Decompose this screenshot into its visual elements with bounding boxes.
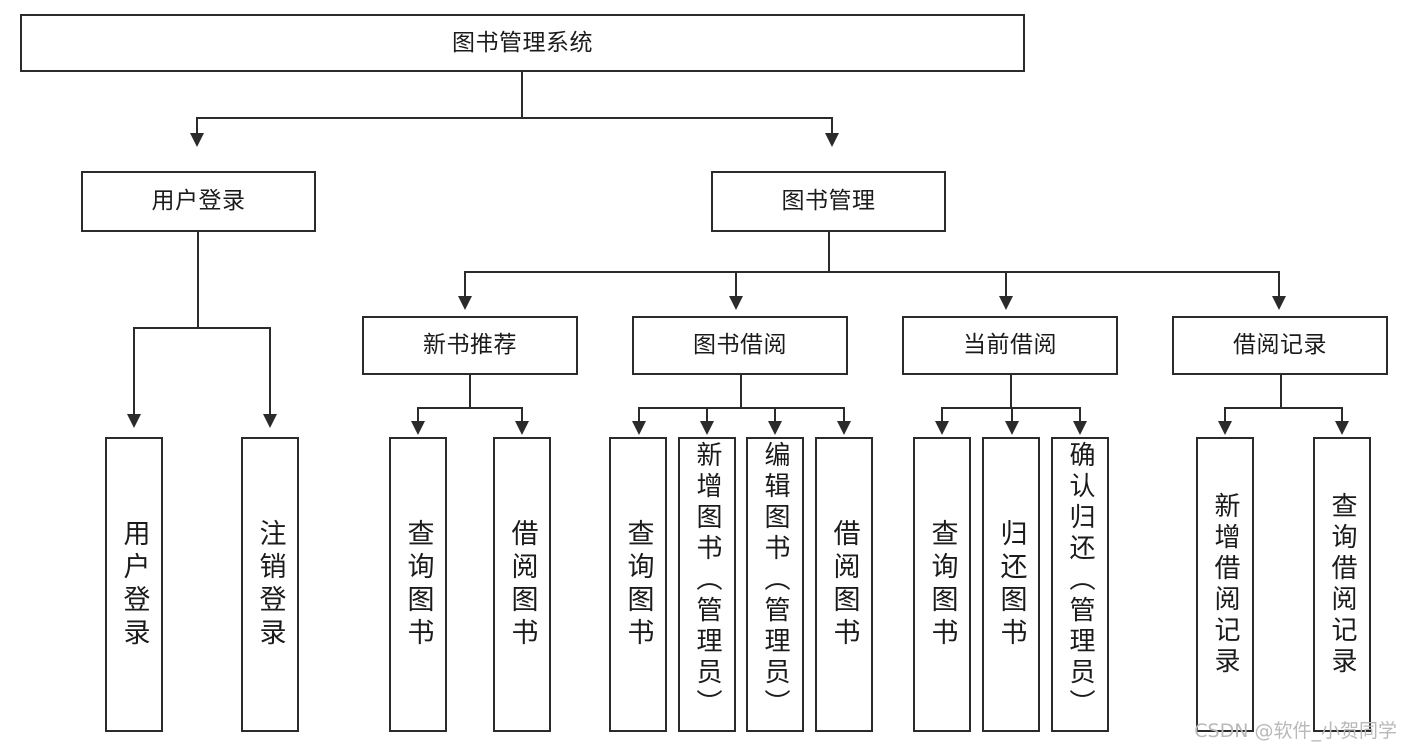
- edge-currentborrow-drop-3: [1079, 407, 1081, 422]
- node-label: 归还图书: [995, 518, 1027, 651]
- arrow-to-leaf-return-book: [1005, 421, 1019, 435]
- arrow-to-new-book-recommend: [458, 296, 472, 310]
- edge-root-bus: [196, 117, 832, 119]
- leaf-query-book-3[interactable]: 查询图书: [913, 437, 971, 732]
- node-label: 图书借阅: [693, 332, 787, 359]
- arrow-to-borrow-record: [1272, 296, 1286, 310]
- node-label: 图书管理系统: [452, 29, 593, 56]
- edge-newbook-bus: [417, 407, 522, 409]
- leaf-logout[interactable]: 注销登录: [241, 437, 299, 732]
- edge-bookborrow-drop-3: [774, 407, 776, 422]
- edge-currentborrow-stem: [1010, 375, 1012, 408]
- node-label: 借阅记录: [1233, 332, 1327, 359]
- edge-bookmgmt-drop-1: [464, 271, 466, 297]
- edge-borrowrecord-drop-1: [1224, 407, 1226, 422]
- edge-currentborrow-drop-2: [1011, 407, 1013, 422]
- node-label: 用户登录: [151, 188, 246, 215]
- leaf-add-record[interactable]: 新增借阅记录: [1196, 437, 1254, 732]
- arrow-to-leaf-query-book-2: [632, 421, 646, 435]
- arrow-to-leaf-borrow-book-1: [515, 421, 529, 435]
- arrow-to-book-borrow: [729, 296, 743, 310]
- arrow-to-leaf-user-login: [127, 414, 141, 428]
- arrow-to-leaf-query-book-3: [935, 421, 949, 435]
- edge-newbook-stem: [469, 375, 471, 408]
- node-label: 图书管理: [781, 188, 876, 215]
- edge-borrowrecord-drop-2: [1341, 407, 1343, 422]
- arrow-to-leaf-logout: [263, 414, 277, 428]
- node-label: 新书推荐: [423, 332, 517, 359]
- leaf-confirm-return[interactable]: 确认归还（管理员）: [1051, 437, 1109, 732]
- edge-userlogin-stem: [197, 232, 199, 328]
- node-label: 注销登录: [254, 518, 286, 651]
- edge-userlogin-drop-1: [133, 327, 135, 415]
- arrow-to-leaf-borrow-book-2: [837, 421, 851, 435]
- node-label: 查询图书: [622, 518, 654, 651]
- leaf-add-book[interactable]: 新增图书（管理员）: [678, 437, 736, 732]
- arrow-to-leaf-edit-book: [768, 421, 782, 435]
- edge-bookmgmt-drop-2: [735, 271, 737, 297]
- edge-newbook-drop-1: [417, 407, 419, 422]
- edge-borrowrecord-bus: [1224, 407, 1342, 409]
- node-label: 确认归还（管理员）: [1065, 441, 1095, 720]
- node-new-book-recommend[interactable]: 新书推荐: [362, 316, 578, 375]
- edge-newbook-drop-2: [521, 407, 523, 422]
- arrow-to-leaf-query-book-1: [411, 421, 425, 435]
- arrow-to-leaf-query-record: [1335, 421, 1349, 435]
- node-borrow-record[interactable]: 借阅记录: [1172, 316, 1388, 375]
- watermark-text: CSDN @软件_小贺同学: [1194, 720, 1397, 742]
- edge-root-to-userlogin: [196, 117, 198, 135]
- edge-bookmgmt-bus: [464, 271, 1280, 273]
- node-label: 借阅图书: [506, 518, 538, 651]
- node-book-management[interactable]: 图书管理: [711, 171, 946, 232]
- leaf-borrow-book-2[interactable]: 借阅图书: [815, 437, 873, 732]
- leaf-user-login[interactable]: 用户登录: [105, 437, 163, 732]
- edge-bookborrow-drop-4: [843, 407, 845, 422]
- node-label: 用户登录: [118, 518, 150, 651]
- edge-currentborrow-bus: [941, 407, 1080, 409]
- arrow-to-book-management: [825, 133, 839, 147]
- arrow-to-leaf-add-record: [1218, 421, 1232, 435]
- leaf-query-book-1[interactable]: 查询图书: [389, 437, 447, 732]
- edge-borrowrecord-stem: [1280, 375, 1282, 408]
- node-label: 借阅图书: [828, 518, 860, 651]
- node-label: 查询借阅记录: [1327, 491, 1357, 678]
- node-root-system[interactable]: 图书管理系统: [20, 14, 1025, 72]
- node-label: 新增图书（管理员）: [692, 441, 722, 720]
- leaf-edit-book[interactable]: 编辑图书（管理员）: [746, 437, 804, 732]
- node-label: 新增借阅记录: [1210, 491, 1240, 678]
- leaf-return-book[interactable]: 归还图书: [982, 437, 1040, 732]
- leaf-borrow-book-1[interactable]: 借阅图书: [493, 437, 551, 732]
- edge-bookmgmt-stem: [828, 232, 830, 272]
- arrow-to-current-borrow: [999, 296, 1013, 310]
- node-label: 编辑图书（管理员）: [760, 441, 790, 720]
- edge-bookborrow-drop-2: [706, 407, 708, 422]
- leaf-query-record[interactable]: 查询借阅记录: [1313, 437, 1371, 732]
- edge-root-to-bookmgmt: [831, 117, 833, 135]
- leaf-query-book-2[interactable]: 查询图书: [609, 437, 667, 732]
- edge-bookmgmt-drop-3: [1005, 271, 1007, 297]
- node-current-borrow[interactable]: 当前借阅: [902, 316, 1118, 375]
- edge-userlogin-bus: [133, 327, 270, 329]
- node-user-login[interactable]: 用户登录: [81, 171, 316, 232]
- edge-root-stem: [521, 72, 523, 118]
- node-label: 当前借阅: [963, 332, 1057, 359]
- node-label: 查询图书: [402, 518, 434, 651]
- node-book-borrow[interactable]: 图书借阅: [632, 316, 848, 375]
- edge-bookborrow-stem: [740, 375, 742, 408]
- arrow-to-leaf-add-book: [700, 421, 714, 435]
- arrow-to-user-login: [190, 133, 204, 147]
- edge-bookborrow-bus: [638, 407, 844, 409]
- node-label: 查询图书: [926, 518, 958, 651]
- arrow-to-leaf-confirm-return: [1073, 421, 1087, 435]
- edge-userlogin-drop-2: [269, 327, 271, 415]
- edge-bookborrow-drop-1: [638, 407, 640, 422]
- edge-bookmgmt-drop-4: [1278, 271, 1280, 297]
- edge-currentborrow-drop-1: [941, 407, 943, 422]
